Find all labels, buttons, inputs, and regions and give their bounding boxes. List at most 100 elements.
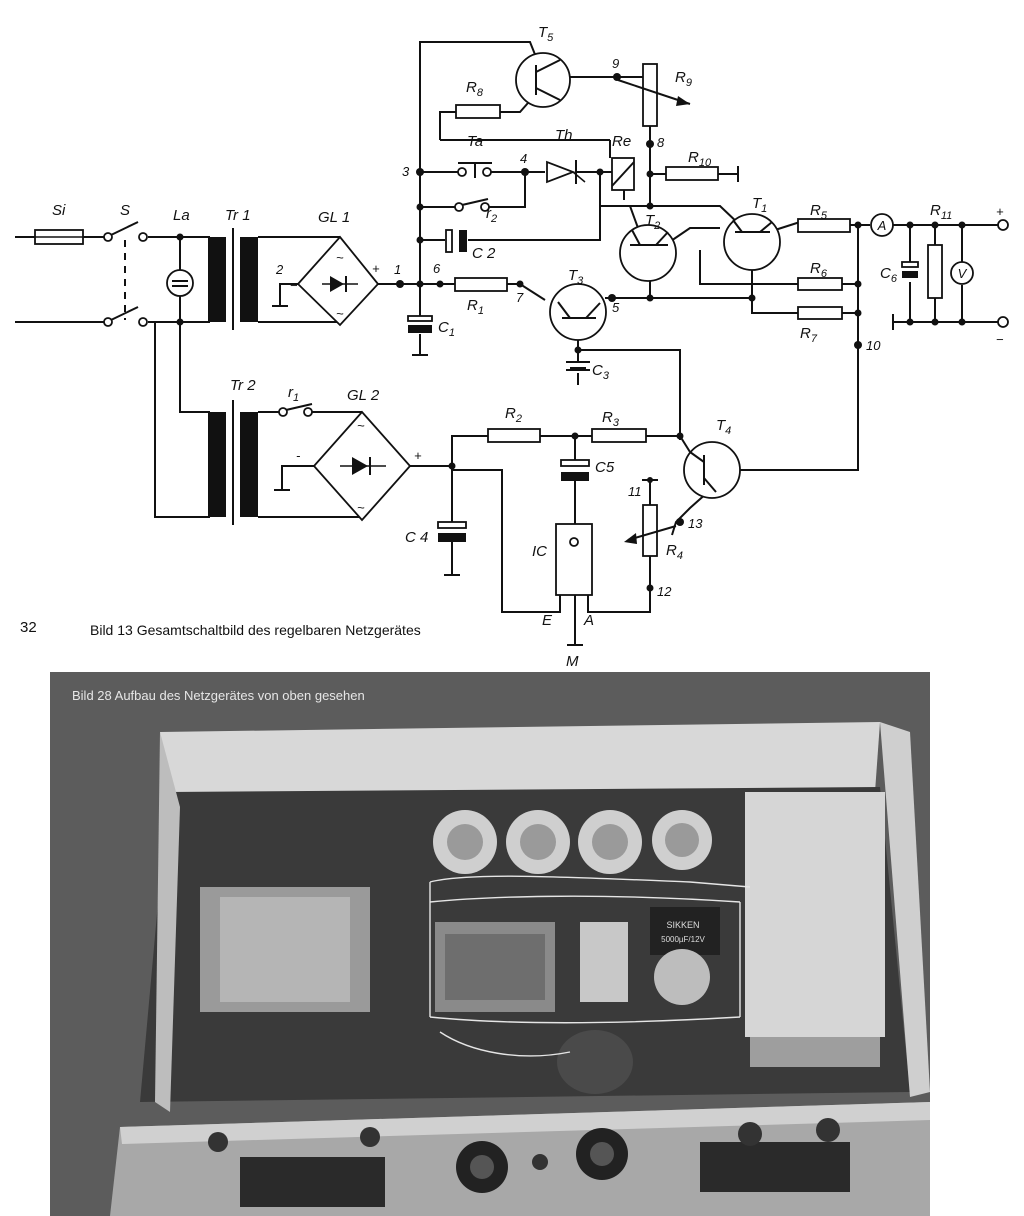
gl2-plus: +: [414, 448, 422, 463]
label-r2-contact: r2: [486, 205, 497, 225]
polarity-marks: + − ~ ~ + - ~ ~ + −: [290, 204, 1004, 515]
label-tr1: Tr 1: [225, 207, 251, 224]
node-12: 12: [657, 584, 672, 599]
resistor-r3: [591, 428, 647, 443]
wiring-harness: [429, 875, 751, 1057]
junction-dots: [176, 73, 966, 592]
output-plus: +: [996, 204, 1004, 219]
label-r11: R11: [930, 202, 952, 222]
heat-sink: [745, 792, 885, 1037]
rectifier-gl1: [296, 235, 380, 327]
gl2-minus: -: [296, 448, 301, 463]
label-la: La: [173, 207, 190, 224]
cap-label-rating: 5000µF/12V: [661, 935, 705, 944]
transformer-tr2: [208, 400, 258, 525]
capacitor-c4: [437, 521, 467, 542]
heat-sink-fins: [750, 1037, 880, 1067]
device-photo: Bild 28 Aufbau des Netzgerätes von oben …: [50, 672, 930, 1216]
resistor-r6: [797, 277, 843, 291]
label-r4: R4: [666, 542, 683, 562]
node-2: 2: [275, 262, 284, 277]
voltmeter-label: V: [958, 266, 968, 281]
node-11: 11: [628, 484, 642, 499]
output-terminal-plus[interactable]: [738, 1122, 762, 1146]
label-c1: C1: [438, 319, 455, 339]
meter-cutout-right: [700, 1142, 850, 1192]
label-ic: IC: [532, 543, 547, 560]
label-r1-contact: r1: [288, 384, 299, 404]
gl1-minus: −: [290, 278, 298, 293]
fuse-holder[interactable]: [360, 1127, 380, 1147]
node-5: 5: [612, 300, 620, 315]
label-ic-a: A: [583, 612, 594, 629]
output-terminal-minus[interactable]: [816, 1118, 840, 1142]
ammeter: A: [870, 213, 894, 237]
output-minus: −: [996, 332, 1004, 347]
label-s: S: [120, 202, 130, 219]
device-photo-drawing: SIKKEN 5000µF/12V: [50, 672, 930, 1216]
label-th: Th: [555, 127, 573, 144]
label-r8: R8: [466, 79, 484, 99]
transistor-t2: [619, 224, 677, 282]
label-r1: R1: [467, 297, 484, 317]
schematic-wires: [15, 41, 1000, 645]
voltage-knob-cap: [470, 1155, 494, 1179]
potentiometer-r4: [624, 504, 677, 557]
front-controls: [208, 1118, 850, 1207]
relay-coil-re: [611, 157, 635, 191]
resistor-r7: [797, 306, 843, 320]
label-r9: R9: [675, 69, 692, 89]
power-switch[interactable]: [208, 1132, 228, 1152]
page-number: 32: [20, 619, 37, 636]
capacitor-c5: [560, 459, 590, 481]
label-t5: T5: [538, 24, 554, 44]
label-si: Si: [52, 202, 66, 219]
figure-28-caption: Bild 28 Aufbau des Netzgerätes von oben …: [72, 688, 365, 703]
thyristor-th: [546, 160, 586, 184]
transformer-core: [220, 897, 350, 1002]
output-terminals: [997, 219, 1009, 328]
label-r7: R7: [800, 325, 818, 345]
label-ta: Ta: [467, 133, 483, 150]
indicator-lamp: [532, 1154, 548, 1170]
meter-cutout-left: [240, 1157, 385, 1207]
node-4: 4: [520, 151, 527, 166]
capacitor-c1: [407, 315, 433, 333]
label-tr2: Tr 2: [230, 377, 256, 394]
capacitor-c6: [901, 261, 919, 278]
chassis-left-wall: [155, 732, 180, 1112]
voltage-regulator-ic: [555, 523, 593, 596]
node-8: 8: [657, 135, 665, 150]
node-10: 10: [866, 338, 881, 353]
relay-block: [580, 922, 628, 1002]
capacitor-round: [654, 949, 710, 1005]
resistor-r5: [797, 218, 851, 233]
label-c3: C3: [592, 362, 610, 382]
cap-label-brand: SIKKEN: [666, 920, 699, 930]
label-ic-e: E: [542, 612, 553, 629]
fuse-si: [34, 229, 84, 245]
chassis-back-wall: [160, 722, 880, 802]
resistor-r8: [455, 104, 501, 119]
label-c4: C 4: [405, 529, 428, 546]
label-r5: R5: [810, 202, 828, 222]
capacitor-c2: [445, 229, 467, 253]
resistor-r2: [487, 428, 541, 443]
front-panel-edge: [120, 1102, 930, 1144]
label-gl1: GL 1: [318, 209, 350, 226]
small-transformer-core: [445, 934, 545, 1000]
chassis-right-wall: [880, 722, 930, 1097]
label-r2: R2: [505, 405, 522, 425]
label-t3: T3: [568, 267, 584, 287]
toroidal-choke: [557, 1030, 633, 1094]
resistor-r10: [665, 166, 719, 181]
circuit-schematic: A V Si S La Tr 1 Tr 2 GL 1 GL 2 T5 R8 Ta…: [15, 24, 1009, 670]
push-button-ta: [457, 162, 492, 178]
relay-contact-r1: [278, 403, 313, 417]
node-1: 1: [394, 262, 401, 277]
transistor-t4: [683, 441, 741, 499]
transistor-t5: [515, 52, 571, 108]
transistor-t3: [549, 283, 607, 341]
label-t4: T4: [716, 417, 731, 437]
label-gl2: GL 2: [347, 387, 380, 404]
